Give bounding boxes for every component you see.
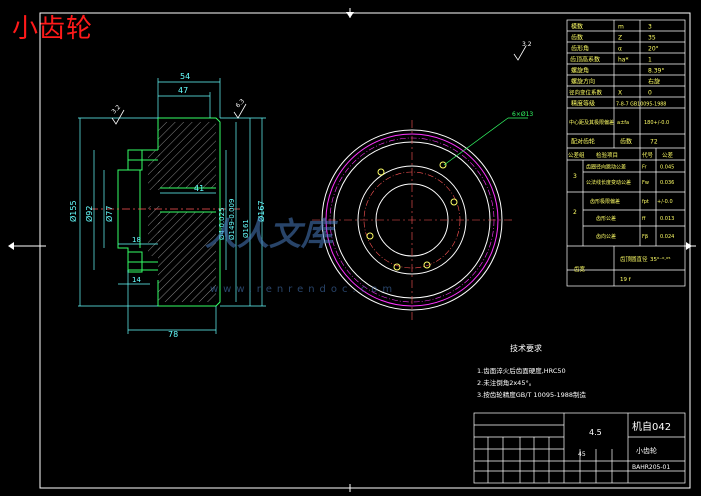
svg-text:精度等级: 精度等级: [571, 100, 595, 108]
dim-dia155: Ø155: [68, 200, 78, 222]
svg-text:X: X: [618, 90, 622, 97]
svg-text:19 f: 19 f: [620, 277, 632, 283]
svg-text:0.013: 0.013: [660, 216, 674, 222]
svg-text:齿向公差: 齿向公差: [596, 233, 616, 240]
bolt-holes: [366, 161, 458, 271]
dim-dia161: Ø161: [242, 219, 250, 238]
svg-text:代号: 代号: [642, 151, 654, 159]
svg-text:齿形公差: 齿形公差: [596, 215, 616, 222]
section-view[interactable]: 54 47 41 18 14 78 Ø155 Ø92 Ø77 Ø4-0.025 …: [68, 41, 532, 339]
svg-text:齿数: 齿数: [571, 34, 583, 42]
svg-text:3: 3: [648, 24, 652, 31]
svg-text:技术要求: 技术要求: [510, 343, 542, 353]
watermark-logo: 人人文库: [205, 215, 339, 253]
dim-dia77: Ø77: [104, 206, 114, 222]
svg-text:+/-0.0: +/-0.0: [657, 199, 673, 205]
svg-text:配对齿轮: 配对齿轮: [571, 138, 595, 146]
dim-dia92: Ø92: [84, 206, 94, 222]
svg-text:Fr: Fr: [642, 165, 648, 171]
svg-text:2.未注倒角2x45°。: 2.未注倒角2x45°。: [477, 378, 535, 387]
svg-text:0: 0: [648, 90, 652, 97]
dim-dia149: Ø149-0.009: [228, 199, 236, 240]
svg-text:20°: 20°: [648, 46, 659, 53]
title-block: [473, 412, 686, 484]
svg-text:1: 1: [648, 57, 652, 64]
svg-text:fpt: fpt: [642, 199, 649, 205]
svg-text:180+/-0.0: 180+/-0.0: [644, 120, 669, 126]
svg-text:公差组: 公差组: [568, 151, 585, 159]
svg-text:模数: 模数: [571, 23, 583, 31]
svg-text:ha*: ha*: [618, 57, 628, 64]
drawing-name: 机自042: [632, 420, 671, 433]
roughness-2: 6.3: [234, 98, 246, 110]
svg-text:径向变位系数: 径向变位系数: [569, 89, 603, 97]
svg-text:检验项目: 检验项目: [596, 151, 618, 159]
dim-54: 54: [180, 72, 190, 81]
svg-text:8.39°: 8.39°: [648, 68, 664, 75]
svg-text:ff: ff: [642, 216, 646, 222]
svg-text:Fβ: Fβ: [642, 234, 648, 240]
roughness-symbols: [111, 45, 527, 125]
watermark-url: www.renrendoc.com: [210, 284, 397, 295]
svg-text:3.按齿轮精度GB/T 10095-1988制造: 3.按齿轮精度GB/T 10095-1988制造: [477, 390, 586, 399]
svg-text:螺旋方向: 螺旋方向: [571, 78, 595, 86]
svg-text:齿圈径向跳动公差: 齿圈径向跳动公差: [586, 164, 626, 171]
tech-requirements: 技术要求 1.齿面淬火后齿面硬度,HRC50 2.未注倒角2x45°。 3.按齿…: [477, 343, 586, 399]
svg-text:72: 72: [650, 139, 658, 146]
svg-text:7-8-7 GB10095-1988: 7-8-7 GB10095-1988: [616, 102, 666, 108]
drawing-frame: [8, 8, 696, 492]
svg-text:α: α: [618, 46, 622, 53]
title-block-text: 4.5 机自042 45 小齿轮 BAHR205-01: [578, 420, 671, 471]
svg-text:Fw: Fw: [642, 180, 649, 186]
svg-text:齿宽: 齿宽: [574, 265, 586, 273]
drawing-title: 小齿轮: [636, 446, 657, 455]
parameter-table: [566, 19, 686, 287]
svg-text:a±fa: a±fa: [617, 120, 629, 126]
svg-text:2: 2: [573, 209, 577, 216]
drawing-code: BAHR205-01: [632, 464, 670, 471]
page-title: 小齿轮: [12, 14, 94, 44]
svg-text:m: m: [618, 24, 624, 31]
hole-leader-label: 6×Ø13: [512, 111, 533, 118]
check-rows: 公差组 检验项目 代号 公差 3 齿圈径向跳动公差 Fr 0.045 公法线长度…: [568, 151, 674, 283]
svg-text:0.036: 0.036: [660, 180, 674, 186]
dim-47: 47: [178, 86, 188, 95]
roughness-3: 3.2: [522, 41, 532, 48]
material-text: 45: [578, 451, 586, 458]
svg-text:齿数: 齿数: [620, 138, 632, 146]
svg-text:公法线长度变动公差: 公法线长度变动公差: [586, 179, 631, 186]
svg-text:0.024: 0.024: [660, 234, 674, 240]
dim-41: 41: [194, 184, 204, 193]
svg-text:齿顶圆直径: 齿顶圆直径: [620, 255, 648, 263]
dim-78: 78: [168, 330, 178, 339]
svg-text:中心距及其极限偏差: 中心距及其极限偏差: [569, 119, 614, 126]
watermark: 人人文库 www.renrendoc.com: [205, 215, 397, 295]
dim-dia167: Ø167: [256, 200, 266, 222]
svg-text:齿形极限偏差: 齿形极限偏差: [590, 198, 620, 205]
dim-14: 14: [132, 276, 141, 284]
roughness-1: 3.2: [110, 104, 122, 116]
svg-text:螺旋角: 螺旋角: [571, 67, 589, 75]
parameter-rows: 模数 m 3 齿数 Z 35 齿形角 α 20° 齿顶高系数 ha* 1 螺旋角…: [569, 23, 669, 146]
dim-dia-hole: Ø4-0.025: [218, 207, 226, 240]
svg-text:35: 35: [648, 35, 656, 42]
svg-text:齿顶高系数: 齿顶高系数: [570, 56, 600, 64]
svg-text:公差: 公差: [662, 151, 674, 159]
svg-text:35⁰⁻⁰·⁰⁵: 35⁰⁻⁰·⁰⁵: [650, 256, 670, 263]
svg-text:齿形角: 齿形角: [571, 45, 589, 53]
svg-text:0.045: 0.045: [660, 165, 674, 171]
svg-text:Z: Z: [618, 35, 622, 42]
svg-text:1.齿面淬火后齿面硬度,HRC50: 1.齿面淬火后齿面硬度,HRC50: [477, 366, 566, 375]
scale-text: 4.5: [589, 428, 602, 437]
svg-text:右旋: 右旋: [648, 78, 660, 86]
svg-text:3: 3: [573, 173, 577, 180]
front-view[interactable]: [312, 117, 528, 320]
dim-18: 18: [132, 236, 141, 244]
